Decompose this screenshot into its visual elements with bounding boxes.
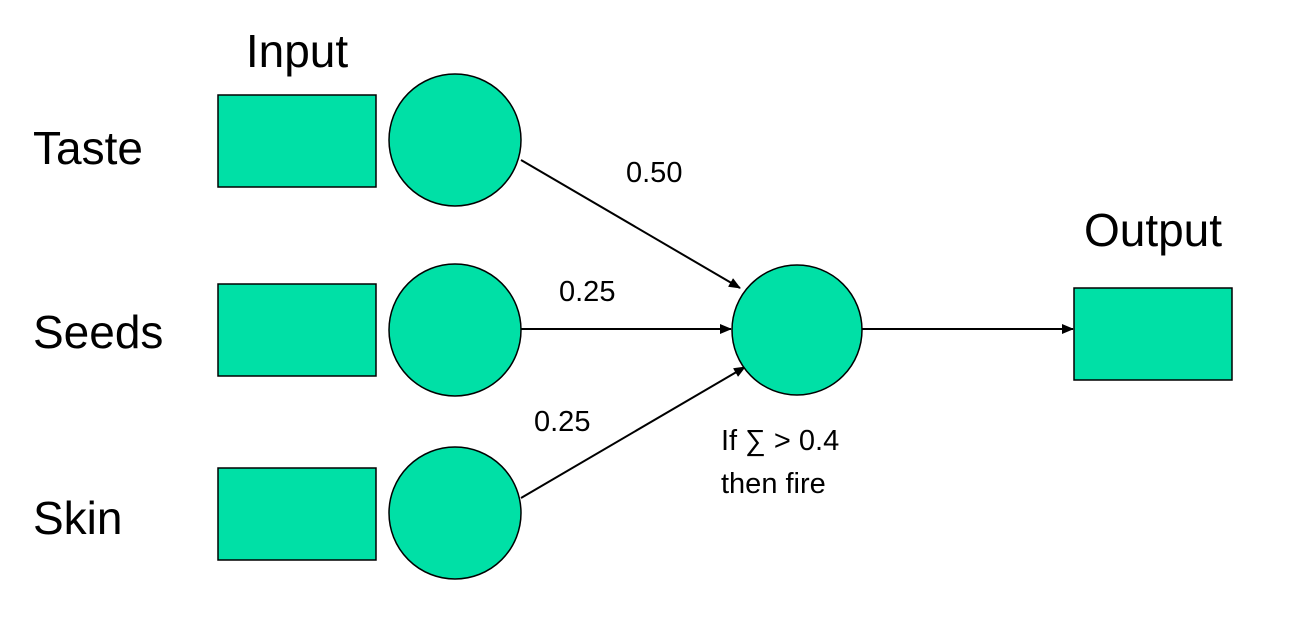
output-header: Output xyxy=(1084,204,1222,256)
weight-seeds: 0.25 xyxy=(559,276,615,308)
input-label-skin: Skin xyxy=(33,492,122,544)
input-box-seeds xyxy=(217,283,377,377)
edge-taste-to-neuron xyxy=(520,159,741,289)
weight-taste: 0.50 xyxy=(626,157,682,189)
input-box-taste xyxy=(217,94,377,188)
input-node-taste xyxy=(388,73,522,207)
neuron-rule-line1: If ∑ > 0.4 xyxy=(721,425,839,457)
input-label-seeds: Seeds xyxy=(33,306,163,358)
neuron-node xyxy=(731,264,863,396)
input-box-skin xyxy=(217,467,377,561)
input-header: Input xyxy=(246,25,349,77)
input-node-seeds xyxy=(388,263,522,397)
neuron-rule-line2: then fire xyxy=(721,468,826,500)
input-node-skin xyxy=(388,446,522,580)
edge-skin-to-neuron xyxy=(520,366,746,499)
weight-skin: 0.25 xyxy=(534,406,590,438)
output-box xyxy=(1073,287,1233,381)
input-label-taste: Taste xyxy=(33,122,143,174)
